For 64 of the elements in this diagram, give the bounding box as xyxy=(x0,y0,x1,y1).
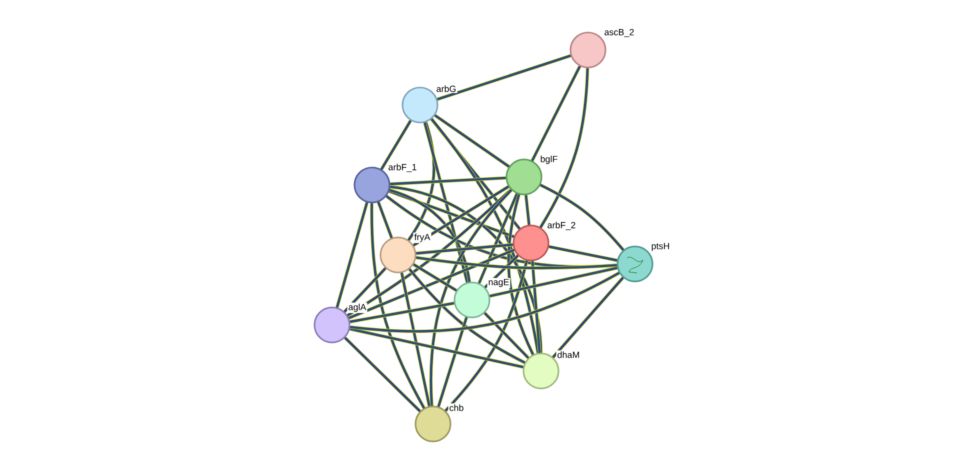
interaction-line xyxy=(412,185,510,247)
interaction-line xyxy=(430,118,540,354)
interaction-line xyxy=(423,122,469,283)
protein-node xyxy=(354,166,390,204)
interaction-line xyxy=(478,193,518,284)
interaction-line xyxy=(346,188,512,317)
interaction-line xyxy=(416,242,513,256)
protein-label: fryA xyxy=(413,232,432,244)
protein-label: dhaM xyxy=(556,350,581,360)
interaction-line xyxy=(389,188,472,282)
interaction-line xyxy=(407,122,436,241)
interaction-line xyxy=(434,114,510,168)
interaction-line xyxy=(335,202,369,308)
interaction-line xyxy=(343,267,387,313)
interaction-line xyxy=(385,194,617,268)
interaction-line xyxy=(429,188,512,406)
interaction-line xyxy=(530,66,582,162)
protein-label: aglA xyxy=(347,302,368,314)
interaction-line xyxy=(350,271,620,333)
interaction-line xyxy=(390,176,506,186)
interaction-line xyxy=(490,266,618,298)
interaction-line xyxy=(524,194,531,225)
protein-node xyxy=(414,406,452,442)
protein-node xyxy=(314,306,350,344)
interaction-line xyxy=(530,261,542,353)
protein-node xyxy=(616,246,654,282)
protein-label: chb xyxy=(448,403,465,412)
interaction-line xyxy=(344,336,422,412)
interaction-line xyxy=(380,120,412,170)
protein-node xyxy=(454,282,490,318)
interaction-line xyxy=(376,202,394,238)
interaction-line xyxy=(430,118,521,230)
interaction-line xyxy=(548,244,618,262)
protein-label: ptsH xyxy=(650,242,671,252)
protein-node xyxy=(402,86,438,124)
protein-label: arbG xyxy=(435,84,458,94)
protein-label: ascB_2 xyxy=(603,28,636,38)
interaction-line xyxy=(348,248,515,320)
interaction-line xyxy=(350,302,454,324)
interaction-line xyxy=(506,194,535,356)
interaction-line xyxy=(484,254,520,288)
interaction-line xyxy=(400,272,431,406)
interaction-line xyxy=(552,276,624,358)
interaction-line xyxy=(370,203,426,409)
interaction-line xyxy=(388,190,514,238)
interaction-line xyxy=(436,316,468,408)
interaction-line xyxy=(540,184,625,252)
interaction-line xyxy=(408,268,526,364)
protein-label: bglF xyxy=(539,154,559,166)
interaction-line xyxy=(412,263,458,292)
protein-node xyxy=(570,32,606,68)
interaction-line xyxy=(539,68,590,228)
protein-node xyxy=(512,224,550,262)
protein-label: arbF_2 xyxy=(546,220,577,232)
interaction-line xyxy=(444,260,528,412)
protein-node xyxy=(522,352,560,390)
protein-node xyxy=(506,158,542,196)
interaction-line xyxy=(416,256,617,270)
interaction-line xyxy=(390,185,543,353)
interaction-line xyxy=(350,327,524,369)
interaction-line xyxy=(436,54,572,101)
protein-label: nagE xyxy=(487,278,510,288)
protein-label: arbF_1 xyxy=(387,162,418,174)
interaction-line xyxy=(484,312,530,360)
